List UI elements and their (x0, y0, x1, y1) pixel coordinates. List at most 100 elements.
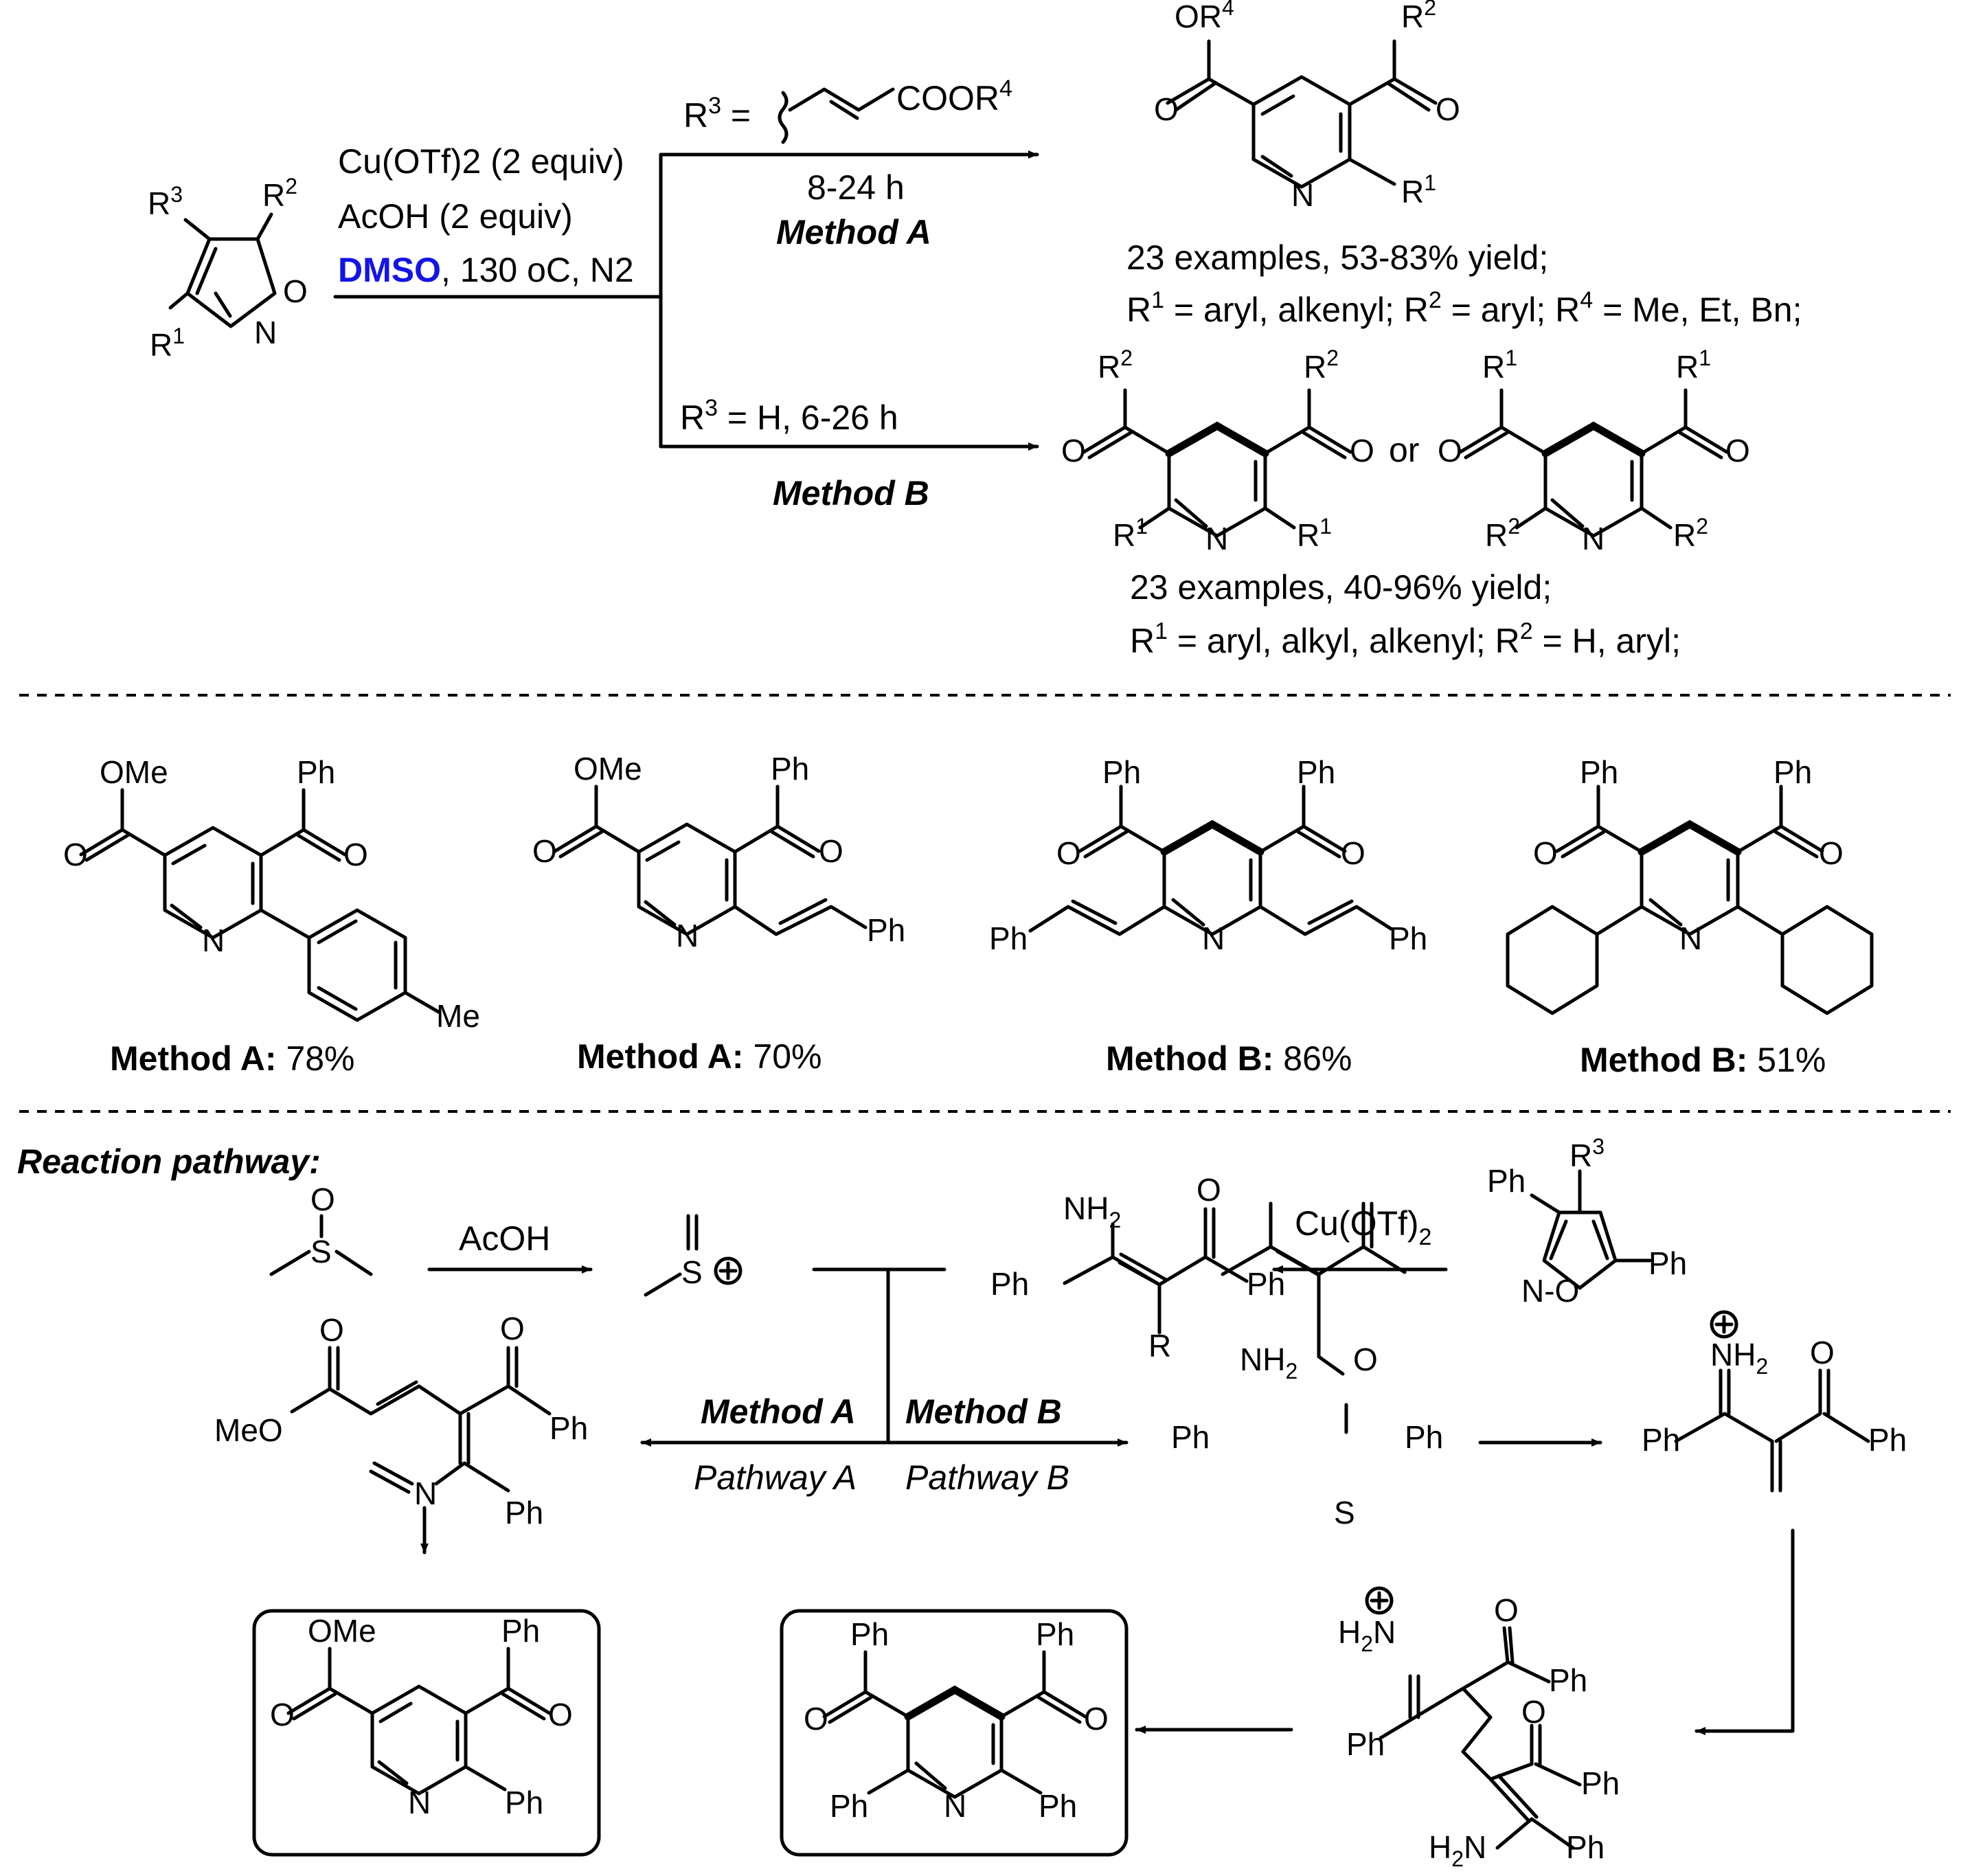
label-r1: R1 (1401, 170, 1436, 210)
label-r1: R1 (1113, 514, 1148, 553)
example-3-caption: Method B: 86% (1106, 1039, 1352, 1078)
carbonyl-o: O (548, 1697, 573, 1732)
label-ome: OMe (308, 1613, 376, 1649)
conditions-cu: Cu(OTf)2 (2 equiv) (338, 142, 624, 181)
pathway-b-label: Pathway B (905, 1458, 1069, 1497)
product-b-examples: 23 examples, 40-96% yield; (1130, 568, 1552, 607)
label-r3: R3 (1569, 1134, 1605, 1173)
atom-s: S (310, 1234, 332, 1269)
label-ph: Ph (1247, 1266, 1285, 1302)
label-ph: Ph (1039, 1788, 1077, 1824)
carbonyl-o: O (1353, 1342, 1378, 1377)
michael-adduct: H2N O Ph O Ph Ph H2N Ph (1338, 1586, 1620, 1871)
label-nh2: NH2 (1710, 1337, 1768, 1379)
label-r1: R1 (1297, 514, 1332, 553)
product-b-pyridine-1: R2 R2 O O N R1 R1 (1061, 346, 1374, 556)
sulfonium-ion: S (644, 1214, 743, 1297)
pyridine-n: N (1679, 920, 1702, 956)
label-r1: R1 (150, 324, 185, 363)
label-ph: Ph (505, 1495, 543, 1530)
label-r1: R1 (1482, 346, 1517, 385)
atom-s: S (1334, 1495, 1355, 1530)
cooR4-label: COOR4 (896, 76, 1012, 117)
product-a-examples: 23 examples, 53-83% yield; (1126, 238, 1548, 277)
carbonyl-o: O (1725, 433, 1750, 468)
label-r2: R2 (1401, 0, 1436, 34)
plus-charge-icon (1710, 1310, 1738, 1339)
carbonyl-o: O (1810, 1335, 1835, 1370)
method-b-conditions: R3 = H, 6-26 h Method B (680, 395, 929, 512)
atom-o: O (310, 1182, 335, 1217)
label-ph: Ph (1102, 754, 1141, 790)
dmso-molecule: S O (269, 1182, 373, 1276)
label-ome: OMe (574, 751, 642, 787)
label-r2: R2 (1673, 514, 1708, 553)
plus-charge-icon (714, 1256, 743, 1285)
example-1: OMe O Ph O N Me Method A: 78% (63, 754, 480, 1078)
conditions-solvent: DMSO, 130 oC, N2 (338, 251, 634, 289)
label-ph: Ph (501, 1613, 540, 1649)
conditions-block: Cu(OTf)2 (2 equiv) AcOH (2 equiv) DMSO, … (333, 142, 1039, 451)
method-b-label: Method B (905, 1392, 1062, 1431)
carbonyl-o: O (1061, 433, 1086, 468)
carbonyl-o: O (1197, 1172, 1221, 1208)
pyridine-n: N (676, 918, 699, 953)
label-ph: Ph (1648, 1245, 1687, 1281)
product-b-pyridine-2: R1 R1 O O N R2 R2 (1438, 346, 1750, 556)
carbonyl-o: O (1438, 433, 1462, 468)
carbonyl-o: O (1154, 91, 1179, 127)
method-a-conditions: R3 = COOR4 8-24 h Method A (683, 76, 1012, 251)
label-ph: Ph (990, 1266, 1029, 1302)
iminium-intermediate: NH2 O Ph Ph (1642, 1310, 1907, 1493)
pyridine-n: N (1205, 521, 1228, 556)
label-ph: Ph (1580, 754, 1618, 790)
product-pyridine-a: OMe O Ph O N Ph (270, 1613, 573, 1820)
label-ph: Ph (1297, 754, 1335, 790)
enaminone-intermediate: NH2 O Ph Ph R (990, 1172, 1285, 1364)
method-b-label: Method B (773, 474, 929, 512)
r3-h-time: R3 = H, 6-26 h (680, 395, 898, 437)
carbonyl-o: O (343, 837, 368, 872)
label-ph: Ph (1036, 1616, 1074, 1652)
label-r2: R2 (1304, 346, 1339, 385)
label-ph: Ph (850, 1616, 889, 1652)
method-a-label: Method A (776, 213, 931, 251)
product-a-pyridine: OR4 O R2 O N R1 (1154, 0, 1460, 213)
label-r3: R3 (148, 182, 183, 221)
label-ph: Ph (1487, 1163, 1526, 1199)
carbonyl-o: O (63, 837, 88, 872)
pyridine-n: N (408, 1785, 431, 1820)
plus-charge-icon (1365, 1586, 1394, 1615)
example-2-caption: Method A: 70% (577, 1037, 822, 1076)
label-ph: Ph (1171, 1419, 1210, 1455)
label-or4: OR4 (1175, 0, 1234, 34)
product-a-scope: R1 = aryl, alkenyl; R2 = aryl; R4 = Me, … (1126, 287, 1802, 329)
carbonyl-o: O (270, 1697, 295, 1732)
pyridine-n: N (1582, 521, 1605, 556)
label-nh2: NH2 (1063, 1190, 1121, 1232)
label-ph: Ph (297, 754, 335, 790)
label-n-o: N-O (1521, 1273, 1579, 1309)
label-ph: Ph (549, 1410, 588, 1446)
pathway-a-intermediate: O O MeO Ph N Ph (214, 1311, 588, 1555)
label-ph: Ph (1566, 1829, 1605, 1865)
label-h2n-plus: H2N (1338, 1614, 1396, 1656)
carbonyl-o: O (1819, 835, 1844, 871)
label-ph: Ph (1868, 1422, 1907, 1458)
label-ph: Ph (771, 751, 809, 787)
isoxazole-reactant: O N R3 R2 R1 (148, 174, 308, 363)
arrow-addition (1694, 1528, 1795, 1735)
label-ph: Ph (989, 920, 1028, 956)
label-ph: Ph (1581, 1765, 1620, 1801)
label-me: Me (436, 998, 480, 1034)
pyridine-n: N (944, 1788, 966, 1824)
acoh-label: AcOH (459, 1219, 550, 1258)
atom-n: N (414, 1476, 437, 1511)
label-ph: Ph (1549, 1662, 1587, 1698)
example-1-caption: Method A: 78% (110, 1039, 355, 1078)
label-r1: R1 (1676, 346, 1711, 385)
label-ph: Ph (1642, 1422, 1680, 1458)
example-2: OMe O Ph O N Ph Method A: 70% (532, 751, 905, 1076)
dmso-label: DMSO (338, 251, 441, 289)
